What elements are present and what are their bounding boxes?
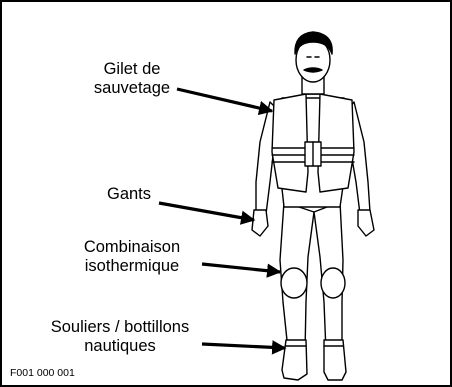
right-knee-pad bbox=[321, 268, 345, 298]
figure-code: F001 000 001 bbox=[10, 367, 75, 379]
life-jacket bbox=[272, 94, 308, 192]
label-gloves-text: Gants bbox=[89, 185, 169, 204]
left-glove bbox=[252, 210, 268, 236]
moustache bbox=[304, 68, 322, 72]
label-life-jacket: Gilet de sauvetage bbox=[64, 60, 200, 98]
label-wetsuit: Combinaison isothermique bbox=[62, 238, 202, 276]
arrow-combi bbox=[202, 264, 280, 272]
right-glove bbox=[358, 210, 374, 236]
label-life-jacket-line1: Gilet de bbox=[64, 60, 200, 79]
label-wetsuit-line2: isothermique bbox=[62, 257, 202, 276]
label-gloves: Gants bbox=[89, 185, 169, 204]
label-wetsuit-line1: Combinaison bbox=[62, 238, 202, 257]
left-knee-pad bbox=[281, 268, 307, 298]
label-boots: Souliers / bottillons nautiques bbox=[20, 318, 220, 356]
arrow-gants bbox=[159, 203, 254, 220]
person-in-survival-gear bbox=[252, 32, 374, 380]
label-boots-line2: nautiques bbox=[20, 337, 220, 356]
label-boots-line1: Souliers / bottillons bbox=[20, 318, 220, 337]
label-life-jacket-line2: sauvetage bbox=[64, 79, 200, 98]
